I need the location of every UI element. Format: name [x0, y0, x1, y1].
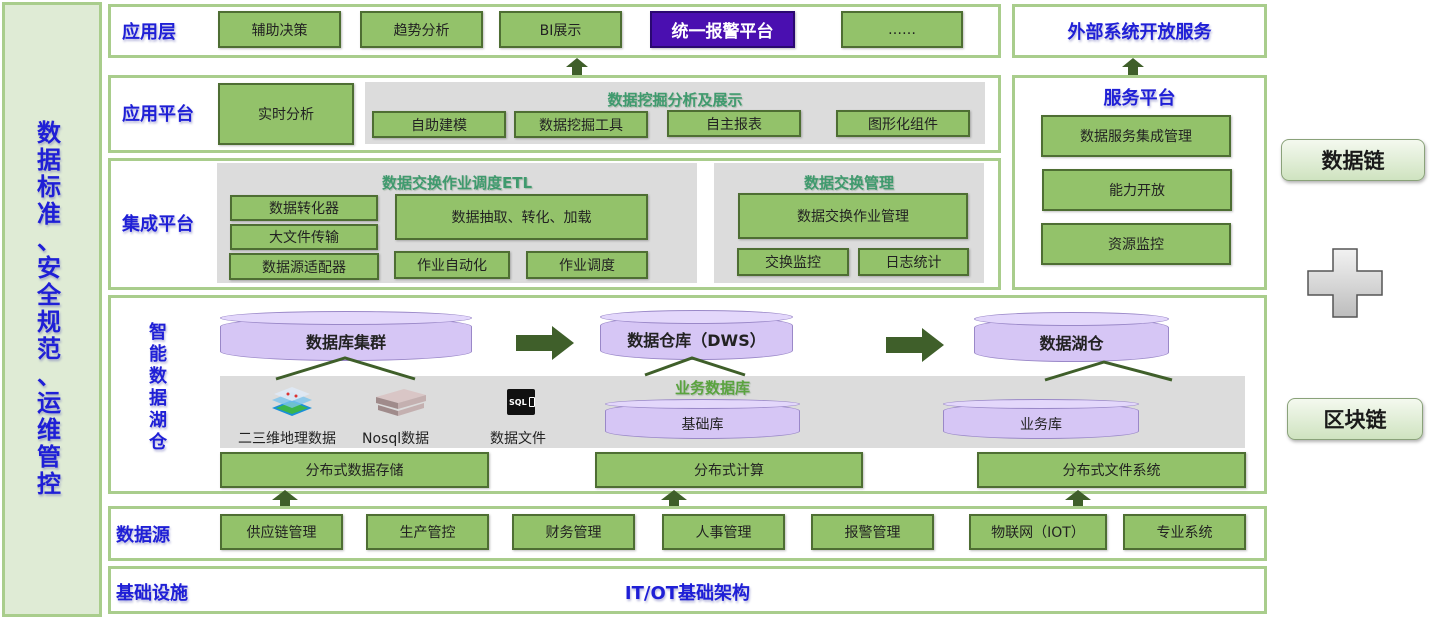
source-item-hr[interactable]: 人事管理: [662, 514, 785, 550]
governance-sidebar: [2, 2, 102, 617]
mining-item-self-report[interactable]: 自主报表: [667, 110, 801, 137]
plus-icon: [1307, 248, 1383, 318]
mining-item-mining-tools[interactable]: 数据挖掘工具: [514, 111, 648, 138]
app-item-decision-support[interactable]: 辅助决策: [218, 11, 341, 48]
service-item-capability-opening[interactable]: 能力开放: [1042, 169, 1232, 211]
mining-item-graphical-components[interactable]: 图形化组件: [836, 110, 970, 137]
etl-item-job-automation[interactable]: 作业自动化: [394, 251, 510, 279]
integration-platform-label: 集成平台: [122, 214, 194, 235]
data-file-label: 数据文件: [490, 431, 546, 447]
arrow-up-icon: [1065, 490, 1091, 518]
infrastructure-panel: [108, 566, 1267, 614]
lakehouse-char: 智: [149, 322, 167, 343]
data-chain-button[interactable]: 数据链: [1281, 139, 1425, 181]
data-warehouse-label: 数据仓库（DWS）: [627, 331, 766, 350]
arrow-right-icon: [886, 328, 944, 362]
business-db-title: 业务数据库: [674, 379, 750, 397]
data-warehouse-cylinder[interactable]: 数据仓库（DWS）: [600, 310, 793, 360]
sql-file-icon: SQL: [507, 389, 535, 415]
lakehouse-char: 仓: [149, 432, 167, 453]
etl-item-large-file-transfer[interactable]: 大文件传输: [230, 224, 378, 250]
governance-char: 准: [37, 200, 61, 228]
governance-char: 、: [37, 227, 61, 255]
geo-map-layers-icon: [272, 387, 312, 416]
app-item-trend-analysis[interactable]: 趋势分析: [360, 11, 483, 48]
governance-char: 管: [37, 443, 61, 471]
governance-char: 、: [37, 362, 61, 390]
etl-group-title: 数据交换作业调度ETL: [381, 174, 533, 192]
database-cluster-cylinder[interactable]: 数据库集群: [220, 311, 472, 361]
source-item-supply-chain[interactable]: 供应链管理: [220, 514, 343, 550]
source-item-professional-systems[interactable]: 专业系统: [1123, 514, 1246, 550]
arrow-up-icon: [661, 490, 687, 518]
server-rack-icon: [376, 389, 426, 416]
app-item-unified-alarm-platform[interactable]: 统一报警平台: [650, 11, 795, 48]
source-item-finance[interactable]: 财务管理: [512, 514, 635, 550]
etl-item-data-converter[interactable]: 数据转化器: [230, 195, 378, 221]
data-source-label: 数据源: [116, 525, 170, 546]
etl-item-extract-transform-load[interactable]: 数据抽取、转化、加载: [395, 194, 648, 240]
distributed-computing-box[interactable]: 分布式计算: [595, 452, 863, 488]
nosql-data-label: Nosql数据: [362, 431, 430, 447]
external-services-panel: [1012, 4, 1267, 58]
external-services-title: 外部系统开放服务: [1067, 22, 1212, 43]
service-item-data-service-integration[interactable]: 数据服务集成管理: [1041, 115, 1231, 157]
governance-char: 数: [37, 119, 61, 147]
data-lakehouse-label: 智能数据湖仓: [138, 322, 178, 454]
lakehouse-char: 湖: [149, 410, 167, 431]
arrow-up-icon: [272, 490, 298, 518]
source-item-iot[interactable]: 物联网（IOT）: [969, 514, 1107, 550]
data-lakehouse-cylinder-label: 数据湖仓: [1039, 334, 1104, 353]
base-db-cylinder[interactable]: 基础库: [605, 399, 800, 439]
business-db-cylinder[interactable]: 业务库: [943, 399, 1139, 439]
governance-sidebar-title: 数据标准、安全规范、运维管控: [24, 120, 74, 498]
governance-char: 运: [37, 389, 61, 417]
service-item-resource-monitoring[interactable]: 资源监控: [1041, 223, 1231, 265]
application-layer-label: 应用层: [122, 22, 176, 43]
exchange-item-monitoring[interactable]: 交换监控: [737, 248, 849, 276]
source-item-production-control[interactable]: 生产管控: [366, 514, 489, 550]
governance-char: 维: [37, 416, 61, 444]
governance-char: 规: [37, 308, 61, 336]
lakehouse-char: 能: [149, 344, 167, 365]
business-db-label: 业务库: [1020, 417, 1062, 433]
infrastructure-label: 基础设施: [116, 583, 188, 604]
exchange-item-job-management[interactable]: 数据交换作业管理: [738, 193, 968, 239]
app-item-more[interactable]: ……: [841, 11, 963, 48]
arrow-right-icon: [516, 326, 574, 360]
lakehouse-char: 数: [149, 366, 167, 387]
data-lakehouse-cylinder[interactable]: 数据湖仓: [974, 312, 1169, 362]
governance-char: 标: [37, 173, 61, 201]
base-db-label: 基础库: [681, 417, 724, 433]
arrow-up-icon: [1122, 58, 1144, 76]
governance-char: 安: [37, 254, 61, 282]
lakehouse-char: 据: [149, 388, 167, 409]
exchange-item-log-statistics[interactable]: 日志统计: [858, 248, 969, 276]
data-mining-group-title: 数据挖掘分析及展示: [607, 91, 743, 109]
database-cluster-label: 数据库集群: [305, 333, 386, 352]
governance-char: 控: [37, 470, 61, 498]
infrastructure-title: IT/OT基础架构: [624, 583, 751, 604]
mining-item-self-modeling[interactable]: 自助建模: [372, 111, 506, 138]
source-item-alarm[interactable]: 报警管理: [811, 514, 934, 550]
governance-char: 范: [37, 335, 61, 363]
governance-char: 据: [37, 146, 61, 174]
blockchain-button[interactable]: 区块链: [1287, 398, 1423, 440]
app-item-bi-display[interactable]: BI展示: [499, 11, 622, 48]
arrow-up-icon: [566, 58, 588, 76]
geo-data-label: 二三维地理数据: [238, 431, 336, 447]
etl-item-job-scheduling[interactable]: 作业调度: [526, 251, 648, 279]
distributed-file-system-box[interactable]: 分布式文件系统: [977, 452, 1246, 488]
distributed-storage-box[interactable]: 分布式数据存储: [220, 452, 489, 488]
etl-item-data-source-adapter[interactable]: 数据源适配器: [229, 253, 379, 280]
sql-file-icon-text: SQL: [509, 397, 527, 407]
realtime-analysis-box[interactable]: 实时分析: [218, 83, 354, 145]
application-platform-label: 应用平台: [122, 104, 194, 125]
service-platform-title: 服务平台: [1103, 88, 1176, 109]
exchange-management-title: 数据交换管理: [803, 174, 894, 192]
governance-char: 全: [37, 281, 61, 309]
